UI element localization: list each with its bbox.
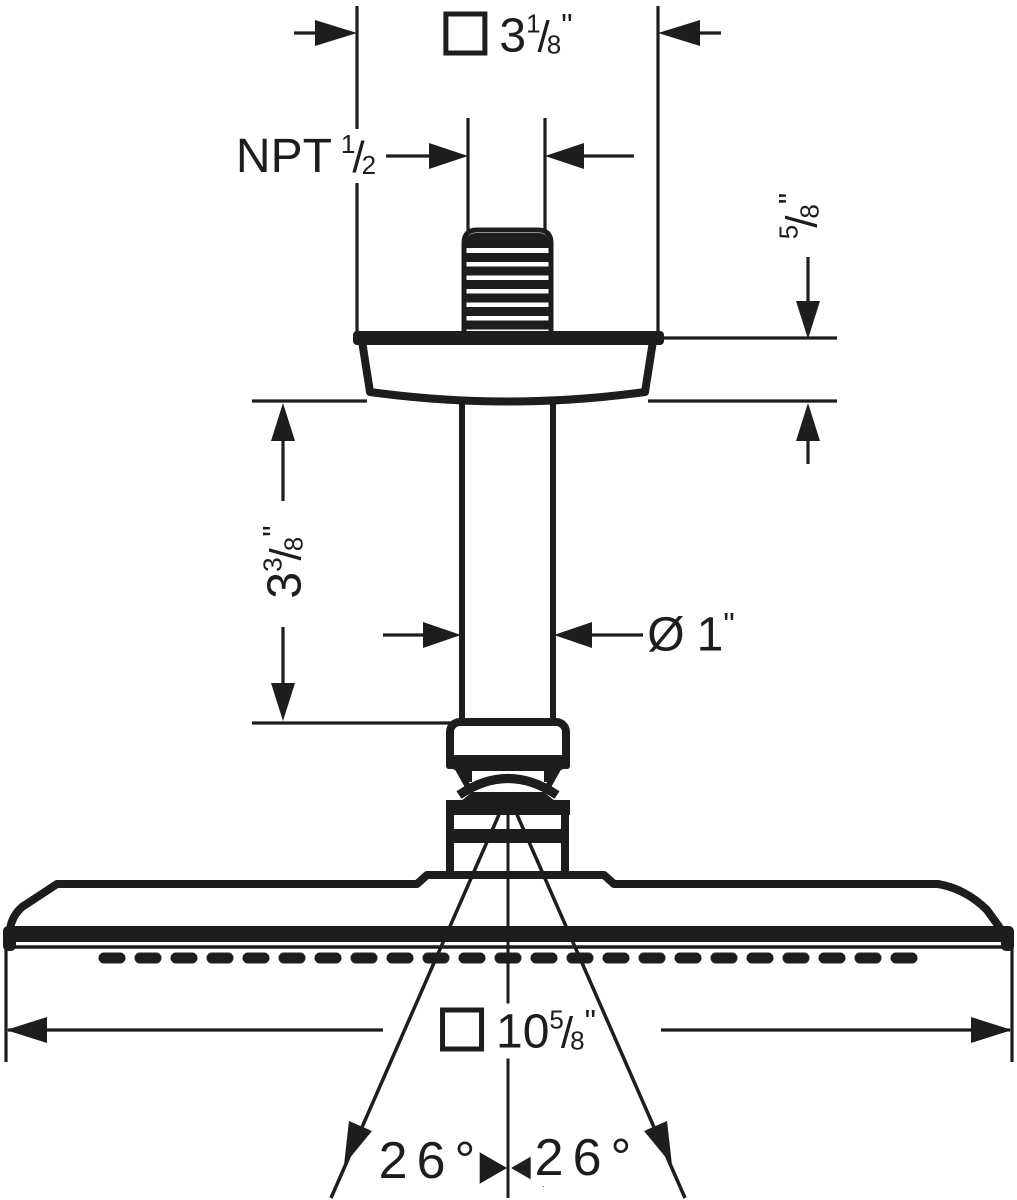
threaded-connector [461, 227, 554, 338]
dim-thread-arrows [386, 143, 634, 169]
dim-head-width-arrows [6, 1017, 1012, 1043]
dim-flange-width-arrows [294, 20, 721, 46]
dim-label-head-width: 105/8" [436, 1003, 598, 1059]
diameter-symbol: Ø [647, 608, 685, 662]
fraction: 1/8 [526, 8, 562, 62]
angle-value: 26 [534, 1129, 611, 1187]
fraction: 5/8 [549, 1004, 585, 1058]
fraction: 5/8 [773, 204, 827, 240]
dim-label-spray-angle-right: 26° [530, 1129, 636, 1187]
degree-mark: ° [610, 1129, 632, 1187]
dim-arm-length-arrows [271, 403, 295, 721]
dim-value: 10 [496, 1005, 550, 1059]
inch-mark: " [561, 7, 572, 44]
thread-standard: NPT [235, 130, 332, 183]
inch-mark: " [723, 606, 734, 643]
dim-label-flange-width: 31/8" [439, 7, 575, 63]
dim-label-arm-length: 33/8" [256, 523, 312, 603]
fraction: 3/8 [257, 536, 311, 572]
dim-label-flange-height: 5/8" [772, 190, 828, 244]
ceiling-flange [353, 331, 664, 406]
inch-mark: " [584, 1003, 596, 1040]
dim-flange-height-arrows [796, 257, 820, 464]
square-symbol-icon [440, 1007, 485, 1052]
fraction: 1/2 [340, 129, 377, 182]
degree-mark: ° [454, 1132, 476, 1190]
dim-arm-diameter-arrows [383, 622, 643, 648]
inch-mark: " [256, 527, 293, 537]
dim-value: 1 [696, 608, 724, 662]
angle-value: 26 [378, 1132, 455, 1190]
shower-arm [459, 400, 556, 723]
dim-value: 3 [499, 9, 527, 63]
dim-label-spray-angle-left: 26° [374, 1132, 480, 1190]
ball-joint-collar [446, 718, 570, 771]
inch-mark: " [772, 194, 809, 205]
dim-value: 3 [258, 571, 312, 599]
square-symbol-icon [443, 11, 488, 56]
